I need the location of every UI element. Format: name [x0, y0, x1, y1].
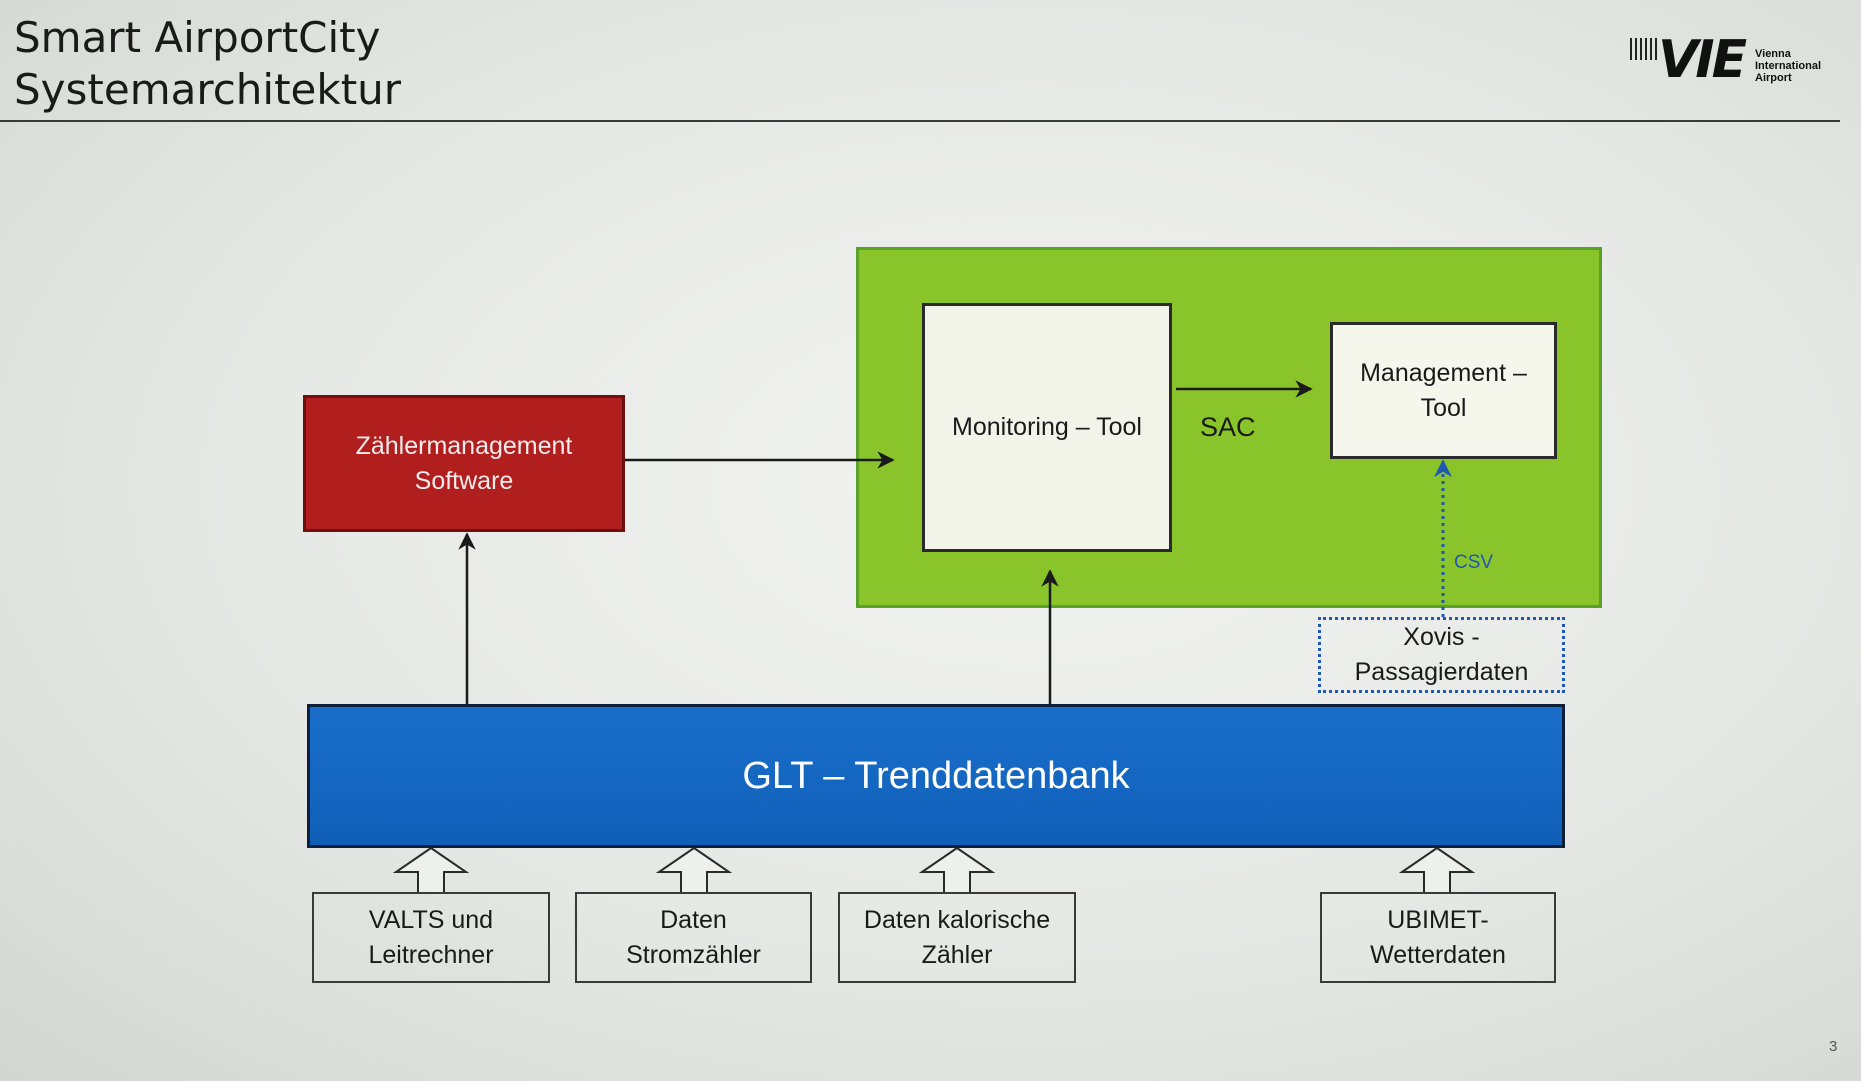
- xovis-line-2: Passagierdaten: [1354, 658, 1529, 686]
- monitoring-tool-node: Monitoring – Tool: [922, 303, 1172, 552]
- page-number: 3: [1829, 1038, 1838, 1055]
- xovis-passagierdaten-node: Xovis - Passagierdaten: [1318, 617, 1565, 693]
- source-node-valts: VALTS und Leitrechner: [312, 892, 550, 983]
- logo-stripes-icon: [1630, 38, 1660, 60]
- title-divider: [0, 120, 1840, 122]
- logo-mark: VIE: [1658, 30, 1747, 90]
- glt-label: GLT – Trenddatenbank: [742, 754, 1130, 797]
- source-line-2: Wetterdaten: [1370, 940, 1506, 969]
- source-line-2: Zähler: [921, 940, 993, 969]
- source-line-1: Daten kalorische: [863, 905, 1051, 934]
- zaehler-line-2: Software: [414, 466, 514, 495]
- block-arrow-ubimet-to-glt: [1398, 846, 1476, 892]
- monitoring-label: Monitoring – Tool: [952, 413, 1142, 441]
- block-arrow-valts-to-glt: [392, 846, 470, 892]
- logo-line-3: Airport: [1755, 72, 1792, 84]
- block-arrow-kalorische-to-glt: [918, 846, 996, 892]
- zaehlermanagement-software-node: Zählermanagement Software: [303, 395, 625, 532]
- zaehler-line-1: Zählermanagement: [355, 431, 573, 460]
- sac-edge-label: SAC: [1200, 412, 1256, 442]
- glt-trenddatenbank-node: GLT – Trenddatenbank: [307, 704, 1565, 848]
- source-node-stromzaehler: Daten Stromzähler: [575, 892, 812, 983]
- source-line-1: UBIMET-: [1387, 905, 1489, 934]
- logo-line-1: Vienna: [1755, 48, 1791, 60]
- source-node-kalorische-zaehler: Daten kalorische Zähler: [838, 892, 1076, 983]
- management-tool-node: Management – Tool: [1330, 322, 1557, 459]
- csv-edge-label: CSV: [1454, 552, 1494, 573]
- source-node-ubimet: UBIMET- Wetterdaten: [1320, 892, 1556, 983]
- logo-text: Vienna International Airport: [1755, 48, 1835, 84]
- vie-logo: VIE Vienna International Airport: [1630, 28, 1830, 98]
- xovis-line-1: Xovis -: [1403, 623, 1480, 651]
- source-line-1: VALTS und: [368, 905, 494, 934]
- source-line-1: Daten: [660, 905, 727, 934]
- block-arrow-stromzaehler-to-glt: [655, 846, 733, 892]
- slide-title: Smart AirportCity Systemarchitektur: [14, 12, 401, 116]
- logo-line-2: International: [1755, 60, 1822, 72]
- title-line-2: Systemarchitektur: [14, 65, 402, 114]
- management-line-2: Tool: [1420, 393, 1467, 422]
- management-line-1: Management –: [1360, 358, 1527, 387]
- source-line-2: Stromzähler: [626, 940, 761, 969]
- source-line-2: Leitrechner: [368, 940, 494, 969]
- title-line-1: Smart AirportCity: [14, 13, 381, 62]
